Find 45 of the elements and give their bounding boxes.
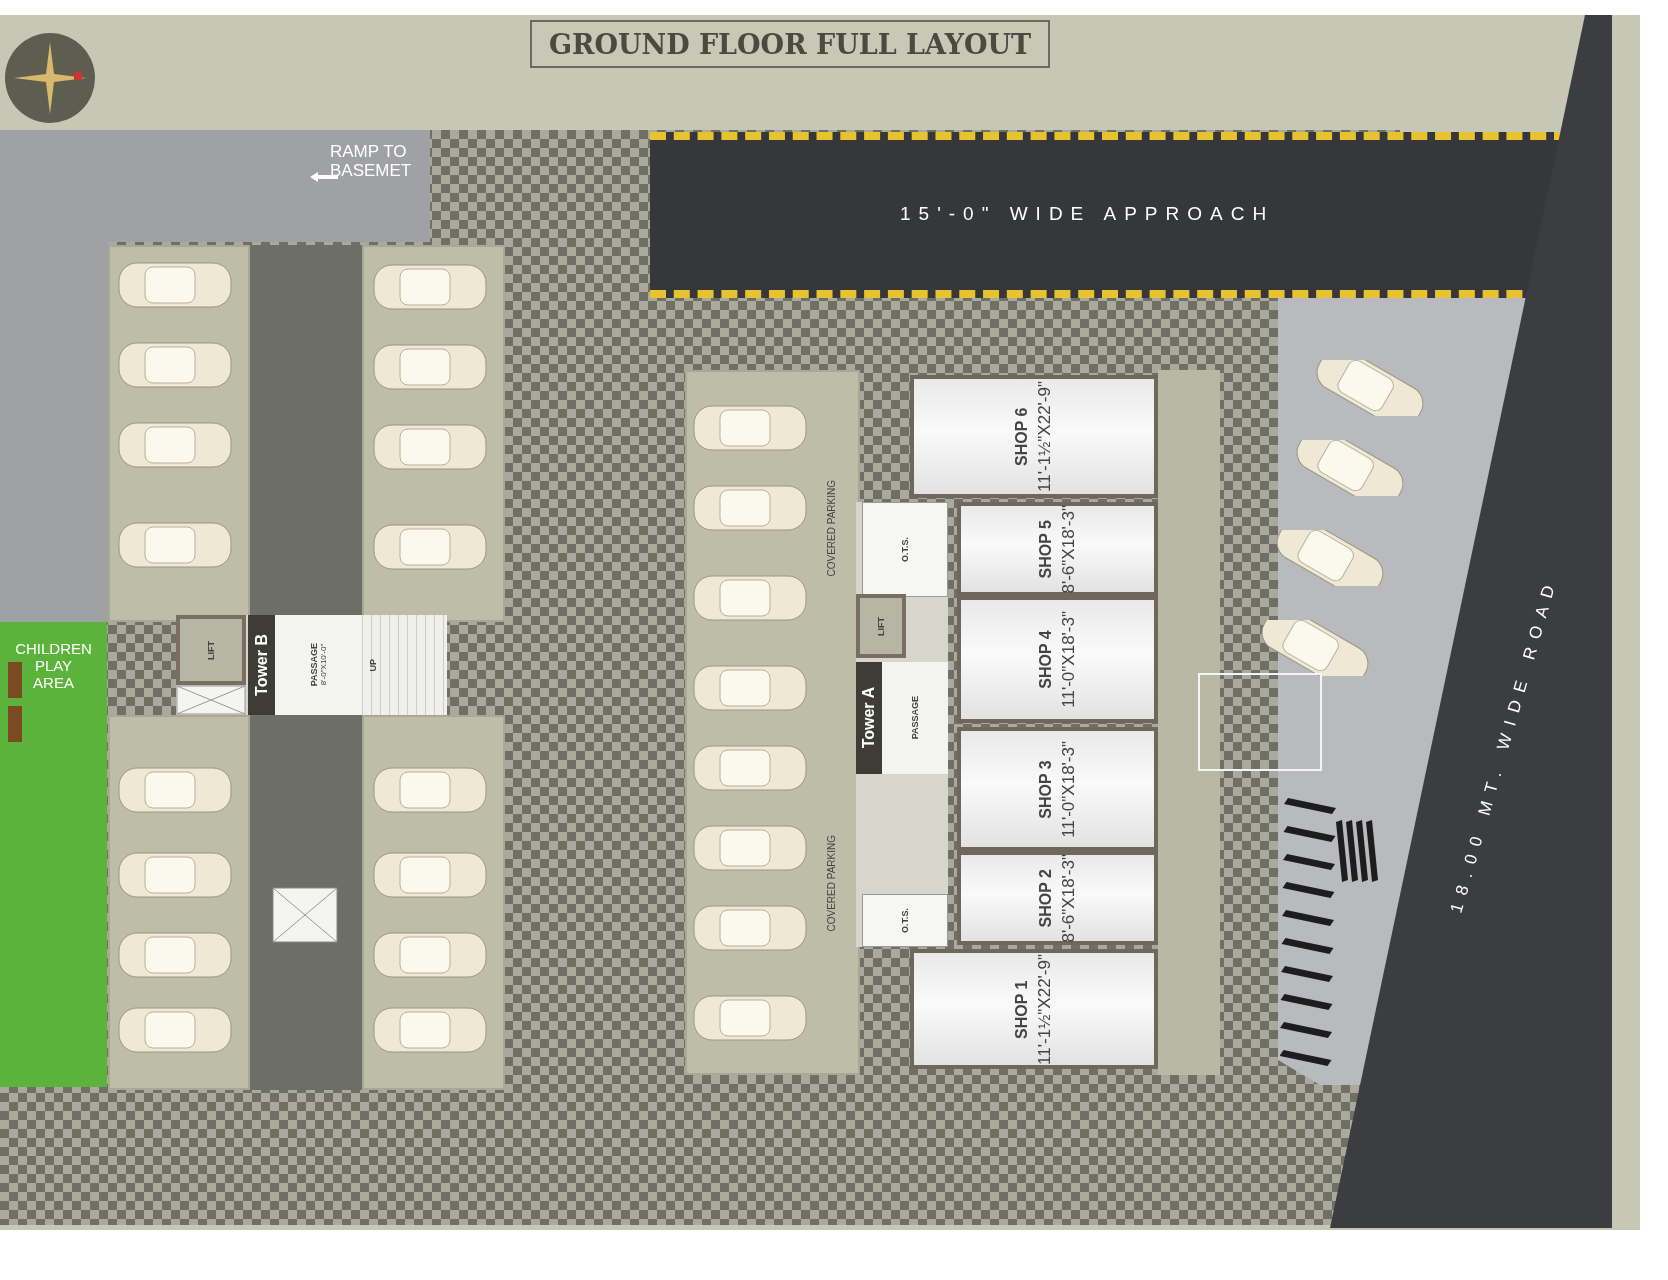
dimension-text: 11'-0"X18'-3" — [1058, 611, 1079, 708]
shop-unit — [910, 949, 1158, 1069]
shop-label: SHOP 5 — [1036, 519, 1055, 579]
play-area — [0, 622, 107, 1087]
room-label: PASSAGE — [309, 643, 319, 687]
void-area — [862, 894, 948, 947]
shop-unit — [957, 851, 1158, 945]
shop-unit — [910, 375, 1158, 498]
room-label: O.T.S. — [900, 537, 910, 562]
shop-label: SHOP 2 — [1036, 868, 1055, 928]
room-label: UP — [368, 658, 378, 672]
dimension-text: 11'-1½"X22'-9" — [1035, 381, 1055, 492]
lift-box — [176, 615, 246, 685]
passage-area — [882, 662, 948, 774]
tower-core — [176, 615, 447, 715]
area-label: RAMP TO BASEMET — [330, 142, 413, 180]
shop-label: SHOP 3 — [1036, 759, 1055, 819]
area-label: COVERED PARKING — [826, 835, 837, 932]
shop-unit — [957, 596, 1158, 723]
dimension-text: 8'-6"X18'-3" — [1058, 853, 1079, 943]
shop-unit — [957, 502, 1158, 596]
shop-label: SHOP 4 — [1036, 630, 1055, 689]
room-label: PASSAGE — [910, 696, 920, 740]
area-label: COVERED PARKING — [826, 480, 837, 577]
dimension-text: 11'-0"X18'-3" — [1058, 740, 1079, 838]
area-label: CHILDREN PLAY AREA — [14, 640, 93, 691]
room-label: LIFT — [206, 640, 216, 660]
room-label: LIFT — [876, 616, 886, 636]
staircase — [362, 615, 447, 715]
road-label: 15'-0" WIDE APPROACH — [900, 203, 1275, 225]
shop-label: SHOP 6 — [1013, 407, 1031, 466]
lift-box — [856, 594, 906, 658]
void-area — [862, 502, 948, 597]
room-label: O.T.S. — [900, 908, 910, 933]
dimension-text: 8'-6"X18'-3" — [1058, 504, 1079, 594]
title: GROUND FLOOR FULL LAYOUT — [530, 20, 1050, 68]
dimension-text: 8'-0"X10'-0" — [319, 644, 328, 686]
tower-label: Tower B — [252, 634, 271, 696]
tower-label: Tower A — [860, 687, 878, 749]
shop-label: SHOP 1 — [1013, 979, 1031, 1039]
outline-rectangle — [1198, 673, 1322, 771]
dimension-text: 11'-1½"X22'-9" — [1035, 953, 1055, 1065]
passage-area — [275, 615, 362, 715]
shop-unit — [957, 727, 1158, 851]
tower-core — [856, 502, 948, 947]
